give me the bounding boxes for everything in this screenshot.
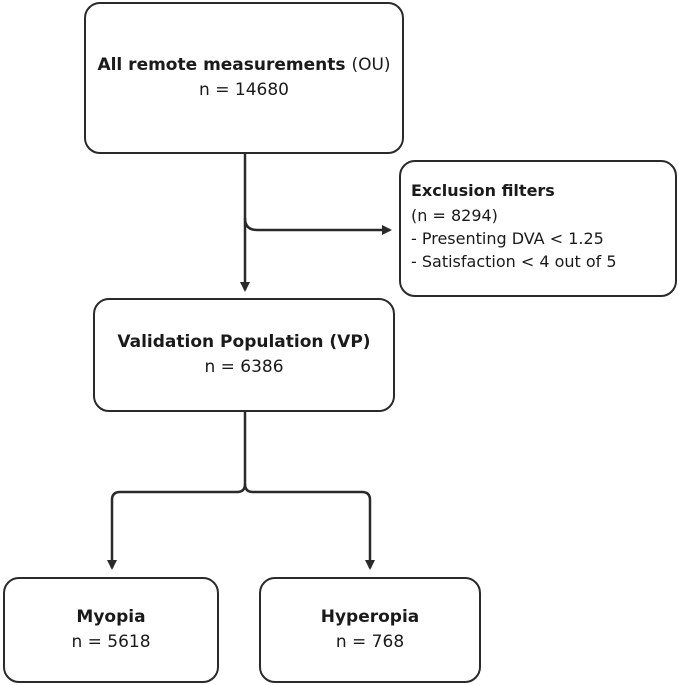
connector-validation-stem <box>107 412 247 570</box>
node-all-title-suffix: (OU) <box>351 55 391 75</box>
node-exclusion-count: (n = 8294) <box>411 206 498 225</box>
node-myopia: Myopia n = 5618 <box>3 577 219 683</box>
node-all-title: All remote measurements (OU) <box>97 53 390 78</box>
node-hyperopia-count: n = 768 <box>335 632 405 652</box>
exclusion-item: - Presenting DVA < 1.25 <box>411 229 604 248</box>
node-myopia-title: Myopia <box>76 607 146 627</box>
node-all-title-text: All remote measurements <box>97 55 346 75</box>
node-exclusion-filters: Exclusion filters (n = 8294) - Presentin… <box>399 160 677 297</box>
node-validation-count: n = 6386 <box>204 357 284 377</box>
node-validation-title: Validation Population (VP) <box>117 332 371 352</box>
arrow-all-to-exclusion <box>243 217 392 235</box>
arrow-validation-to-hyperopia <box>243 483 375 570</box>
exclusion-item: - Satisfaction < 4 out of 5 <box>411 252 617 271</box>
node-exclusion-title: Exclusion filters <box>411 181 555 200</box>
node-validation-population: Validation Population (VP) n = 6386 <box>93 298 395 412</box>
node-myopia-count: n = 5618 <box>71 632 151 652</box>
node-hyperopia: Hyperopia n = 768 <box>259 577 481 683</box>
node-all-remote-measurements: All remote measurements (OU) n = 14680 <box>84 2 404 154</box>
node-all-count: n = 14680 <box>199 80 289 100</box>
node-hyperopia-title: Hyperopia <box>320 607 420 627</box>
